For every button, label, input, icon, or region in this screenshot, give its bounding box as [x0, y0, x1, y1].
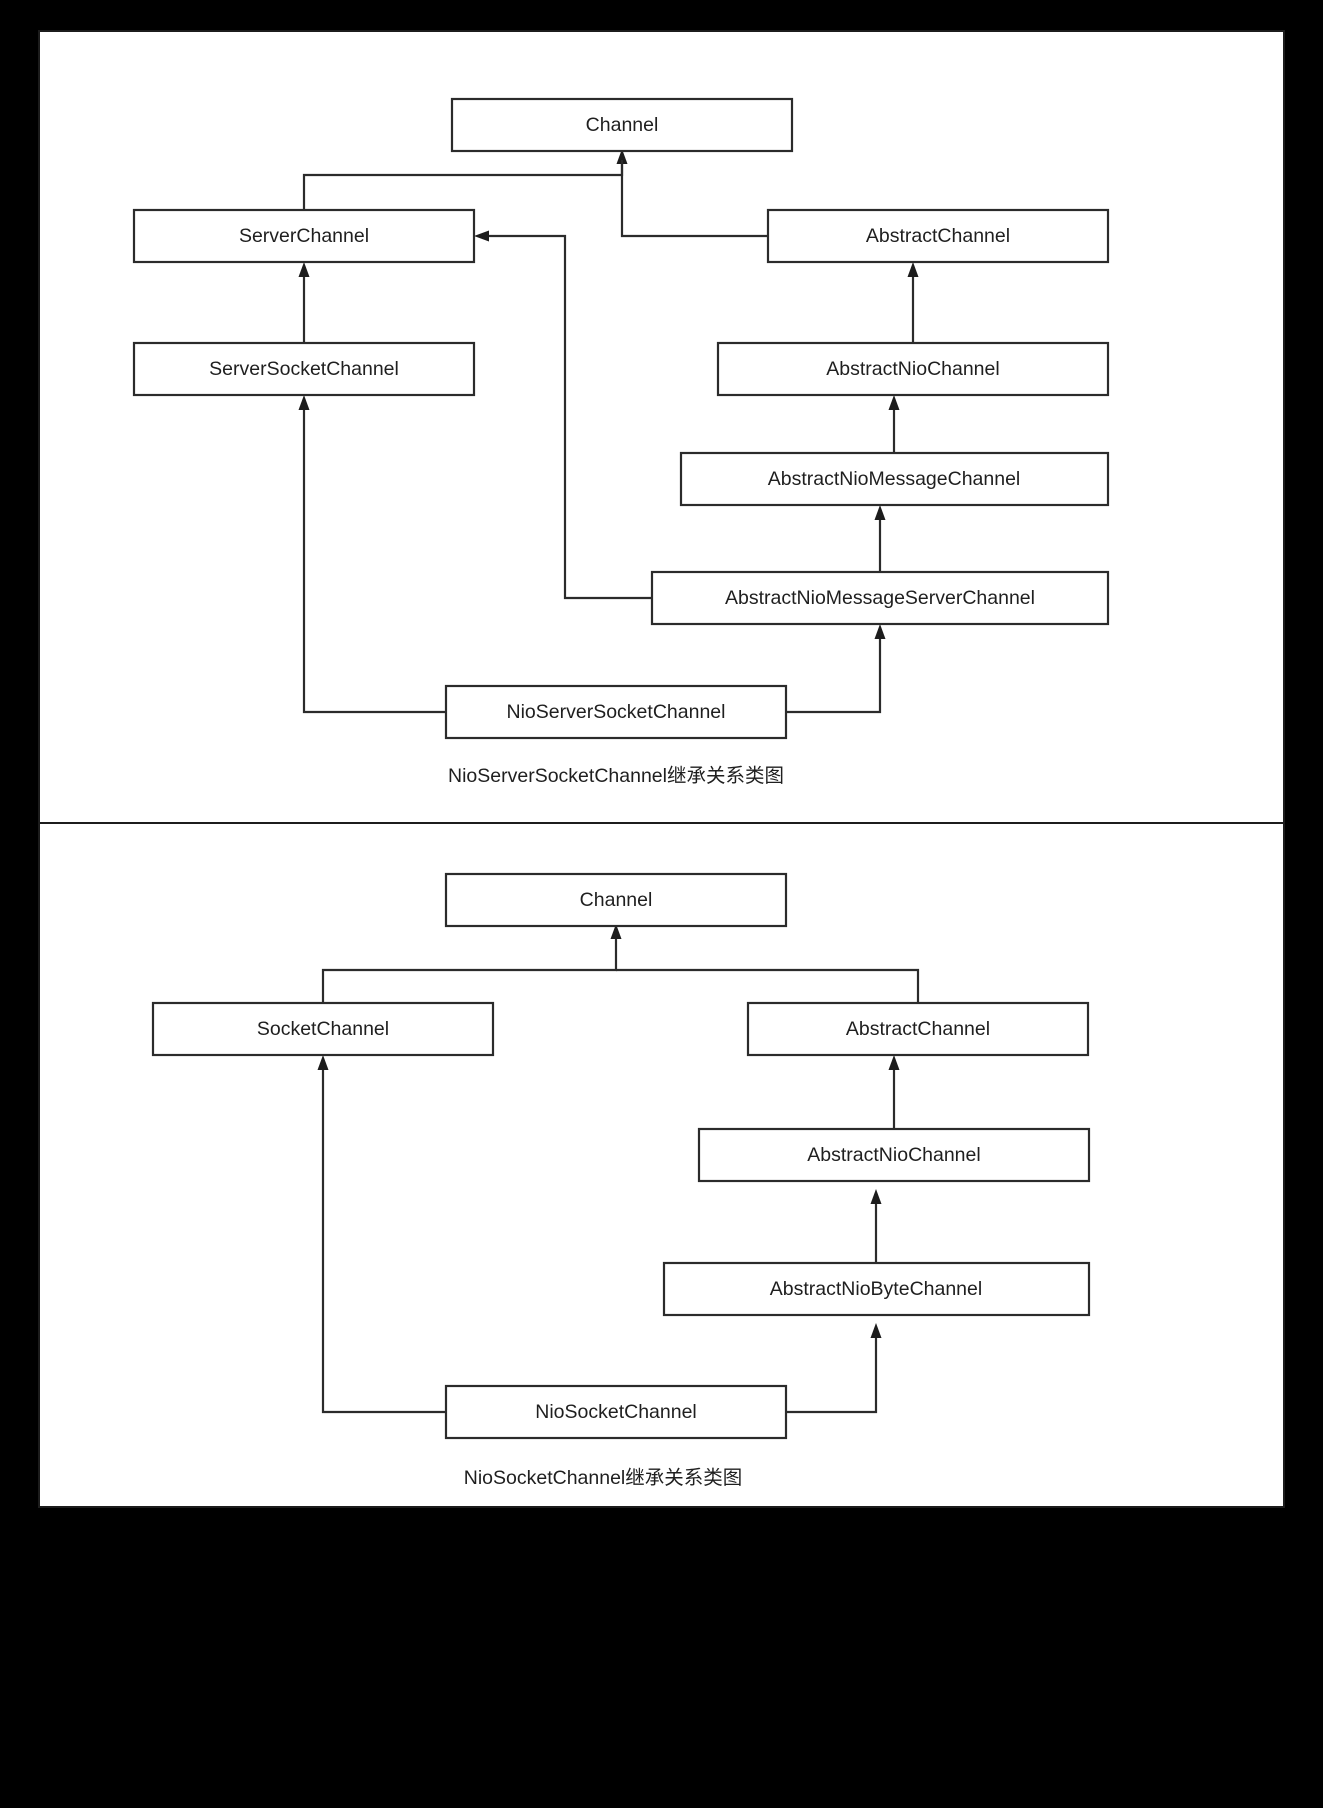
diagram-nio-socket-channel: Channel SocketChannel AbstractChannel Ab… — [151, 872, 1091, 1489]
diagram-caption: NioSocketChannel继承关系类图 — [464, 1467, 743, 1489]
node-abstract-nio-channel[interactable]: AbstractNioChannel — [716, 341, 1110, 397]
node-label: NioSocketChannel — [535, 1401, 697, 1423]
node-label: AbstractChannel — [866, 225, 1010, 247]
edge-abstract-nio-channel2-to-abstract-channel2 — [888, 1055, 900, 1129]
node-abstract-channel[interactable]: AbstractChannel — [766, 208, 1110, 264]
edge-socket-channel-to-channel — [321, 924, 622, 1003]
node-label: Channel — [586, 114, 659, 136]
diagram-canvas: Channel ServerChannel AbstractChannel Se… — [38, 30, 1285, 1508]
node-label: AbstractNioMessageChannel — [768, 468, 1021, 490]
node-abstract-nio-byte-channel[interactable]: AbstractNioByteChannel — [662, 1261, 1091, 1317]
node-label: SocketChannel — [257, 1018, 389, 1040]
node-abstract-nio-channel-2[interactable]: AbstractNioChannel — [697, 1127, 1091, 1183]
node-abstract-nio-message-server-channel[interactable]: AbstractNioMessageServerChannel — [650, 570, 1110, 626]
edge-abstract-nio-message-server-channel-to-abstract-nio-message-channel — [874, 505, 886, 572]
node-label: ServerSocketChannel — [209, 358, 399, 380]
node-label: AbstractNioChannel — [807, 1144, 980, 1166]
node-channel[interactable]: Channel — [450, 97, 794, 153]
edge-nio-socket-channel-to-abstract-nio-byte-channel — [786, 1323, 882, 1414]
panel-divider — [40, 822, 1283, 824]
edge-abstract-nio-channel-to-abstract-channel — [907, 262, 919, 343]
edge-abstract-nio-message-channel-to-abstract-nio-channel — [888, 395, 900, 453]
node-socket-channel[interactable]: SocketChannel — [151, 1001, 495, 1057]
edge-nio-server-socket-channel-to-abstract-nio-message-server-channel — [786, 624, 886, 714]
node-server-socket-channel[interactable]: ServerSocketChannel — [132, 341, 476, 397]
node-nio-socket-channel[interactable]: NioSocketChannel — [444, 1384, 788, 1440]
node-label: ServerChannel — [239, 225, 369, 247]
node-label: NioServerSocketChannel — [507, 701, 726, 723]
edge-abstract-channel-to-channel — [620, 160, 768, 238]
edge-abstract-channel2-to-channel — [616, 968, 920, 1003]
node-label: AbstractChannel — [846, 1018, 990, 1040]
edge-nio-server-socket-channel-to-server-socket-channel — [298, 395, 446, 714]
node-label: AbstractNioMessageServerChannel — [725, 587, 1035, 609]
edge-server-channel-to-channel — [302, 149, 628, 210]
diagram-nio-server-socket-channel: Channel ServerChannel AbstractChannel Se… — [132, 97, 1110, 787]
diagram-caption: NioServerSocketChannel继承关系类图 — [448, 765, 784, 787]
node-label: AbstractNioChannel — [826, 358, 999, 380]
node-label: Channel — [580, 889, 653, 911]
edge-server-socket-channel-to-server-channel — [298, 262, 310, 343]
edge-nio-socket-channel-to-socket-channel — [317, 1055, 446, 1414]
edge-abstract-nio-message-server-channel-to-server-channel — [474, 230, 652, 600]
node-abstract-nio-message-channel[interactable]: AbstractNioMessageChannel — [679, 451, 1110, 507]
node-server-channel[interactable]: ServerChannel — [132, 208, 476, 264]
node-abstract-channel-2[interactable]: AbstractChannel — [746, 1001, 1090, 1057]
node-channel-2[interactable]: Channel — [444, 872, 788, 928]
node-nio-server-socket-channel[interactable]: NioServerSocketChannel — [444, 684, 788, 740]
node-label: AbstractNioByteChannel — [770, 1278, 982, 1300]
edge-abstract-nio-byte-channel-to-abstract-nio-channel2 — [870, 1189, 882, 1263]
